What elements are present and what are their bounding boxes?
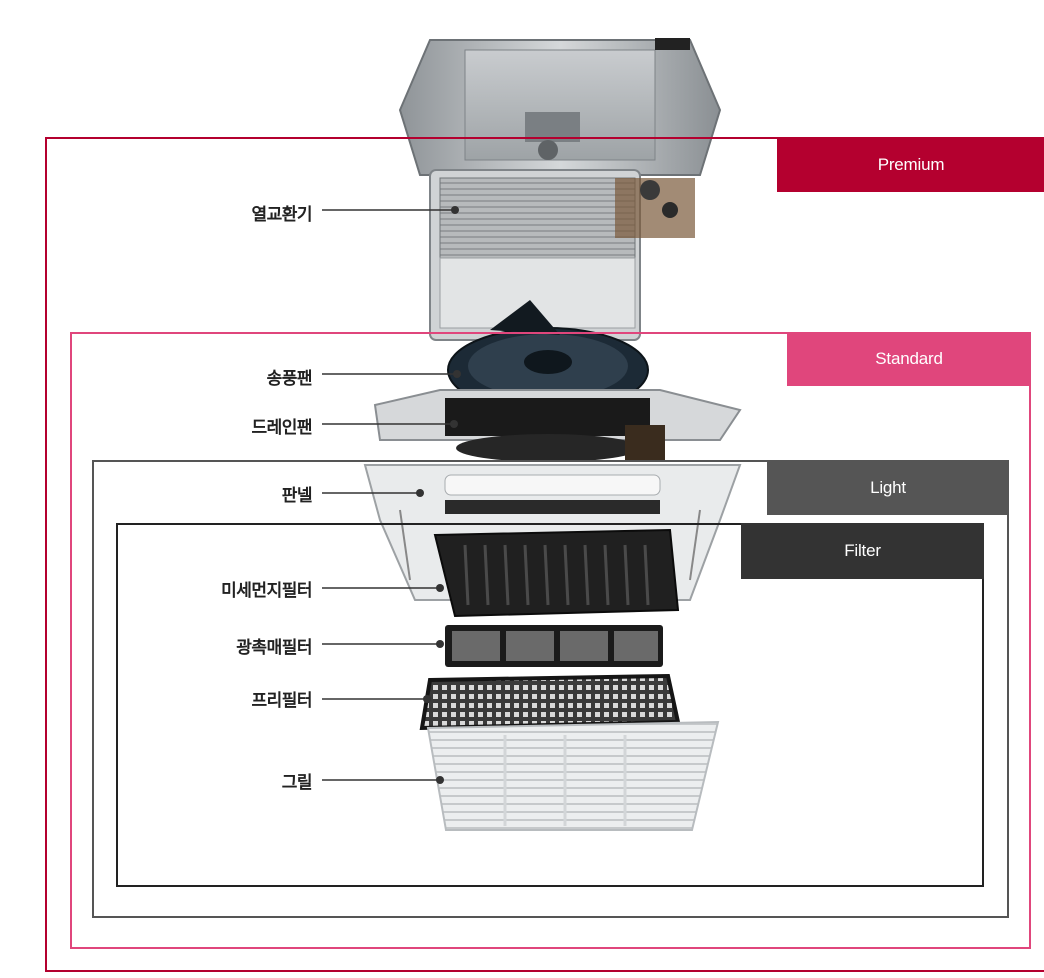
drain-pan-label: 드레인팬 <box>251 418 312 438</box>
heat-exchanger-part <box>429 169 695 341</box>
premium-frame <box>45 137 1044 972</box>
blower-fan-label: 송풍팬 <box>266 369 313 389</box>
light-badge: Light <box>767 460 1009 515</box>
pre-filter-label: 프리필터 <box>251 691 312 711</box>
standard-frame <box>70 332 1031 949</box>
drain-pan-part <box>373 389 742 462</box>
panel-label: 판넬 <box>281 486 313 506</box>
filter-badge: Filter <box>741 523 984 579</box>
fine-dust-filter-label: 미세먼지필터 <box>221 581 312 601</box>
housing <box>398 38 722 176</box>
leader-lines <box>322 206 461 784</box>
fine-dust-filter-part <box>433 528 680 618</box>
premium-badge: Premium <box>777 137 1044 192</box>
photocatalyst-filter-label: 광촉매필터 <box>236 638 312 658</box>
filter-frame <box>116 523 984 887</box>
photocatalyst-filter-part <box>445 625 663 667</box>
standard-badge: Standard <box>787 332 1031 386</box>
grille-label: 그릴 <box>281 773 313 793</box>
heat-exchanger-label: 열교환기 <box>251 205 312 225</box>
grille-part <box>426 720 720 831</box>
light-frame <box>92 460 1009 918</box>
